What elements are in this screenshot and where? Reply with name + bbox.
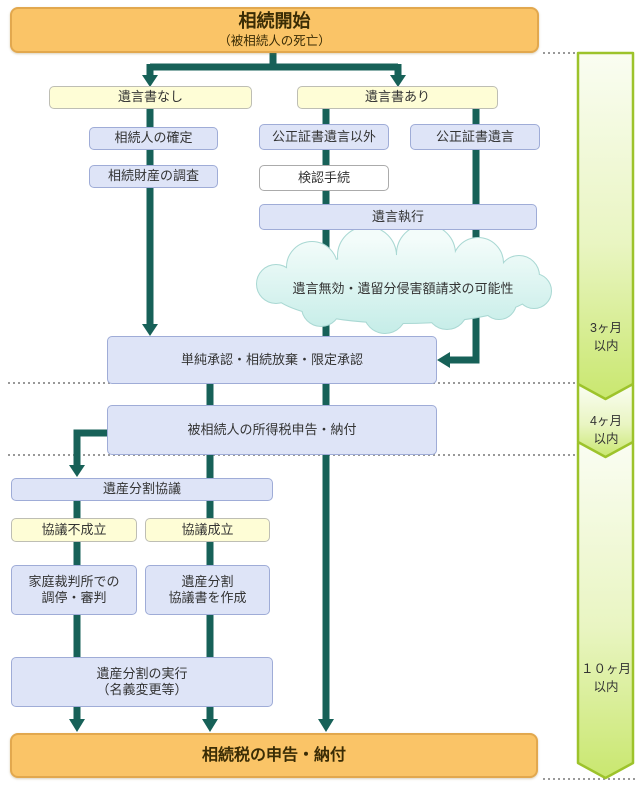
flow-connector-lines [73,53,480,720]
node-will-exists: 遺言書あり [297,86,498,109]
node-division-agreement-doc: 遺産分割 協議書を作成 [145,565,270,615]
start-subtitle: （被相続人の死亡） [218,33,331,48]
timeline-label-10months: １０ヶ月 以内 [580,662,631,695]
inheritance-tax-label: 相続税の申告・納付 [201,746,346,764]
node-notarial-will: 公正証書遺言 [410,124,540,150]
node-no-will: 遺言書なし [49,86,252,109]
timeline-label-4months: 4ヶ月 以内 [590,414,622,447]
node-family-court: 家庭裁判所での 調停・審判 [11,565,137,615]
start-title: 相続開始 [238,11,311,32]
node-inheritance-tax-filing: 相続税の申告・納付 [10,733,538,778]
cloud-note-text: 遺言無効・遺留分侵害額請求の可能性 [292,280,514,296]
node-decedent-income-tax: 被相続人の所得税申告・納付 [107,405,437,455]
node-inheritance-start: 相続開始 （被相続人の死亡） [10,7,539,53]
node-probate-procedure: 検認手続 [259,165,389,191]
section-divider-dotted-lines [8,52,638,780]
cloud-shape [256,224,552,334]
node-agreement-failed: 協議不成立 [11,518,137,542]
node-division-execution: 遺産分割の実行 （名義変更等） [11,657,273,707]
timeline-arrow [576,51,635,780]
node-agreement-reached: 協議成立 [145,518,270,542]
node-non-notarial-will: 公正証書遺言以外 [259,124,389,150]
timeline-label-3months: 3ヶ月 以内 [590,321,622,354]
node-will-execution: 遺言執行 [259,204,537,230]
node-heir-identification: 相続人の確定 [89,127,218,150]
node-acceptance-options: 単純承認・相続放棄・限定承認 [107,336,437,384]
node-estate-division-meeting: 遺産分割協議 [11,478,273,501]
node-estate-survey: 相続財産の調査 [89,165,218,188]
flow-arrowheads [69,75,450,732]
